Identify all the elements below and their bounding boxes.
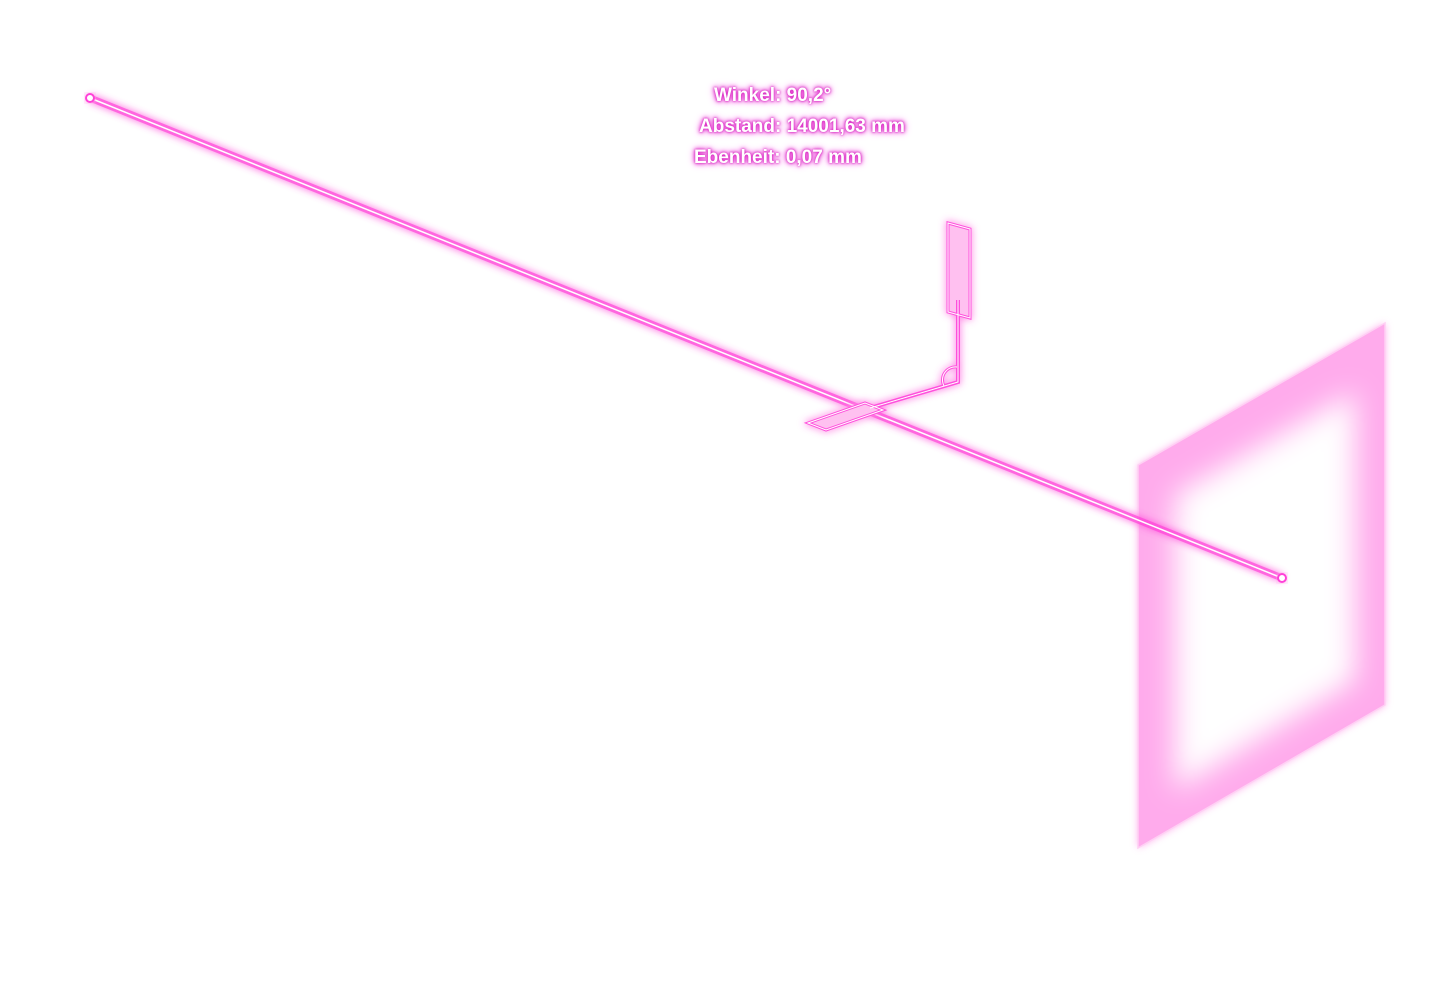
target-panel (1137, 321, 1386, 850)
beam-end-point (1277, 573, 1287, 583)
distance-readout: Abstand: 14001,63 mm (699, 116, 905, 137)
square-reference-icon (803, 221, 972, 432)
flatness-readout: Ebenheit: 0,07 mm (694, 147, 862, 168)
angle-readout: Winkel: 90,2° (714, 85, 832, 106)
laser-beam (85, 93, 1287, 583)
beam-start-point (85, 93, 95, 103)
